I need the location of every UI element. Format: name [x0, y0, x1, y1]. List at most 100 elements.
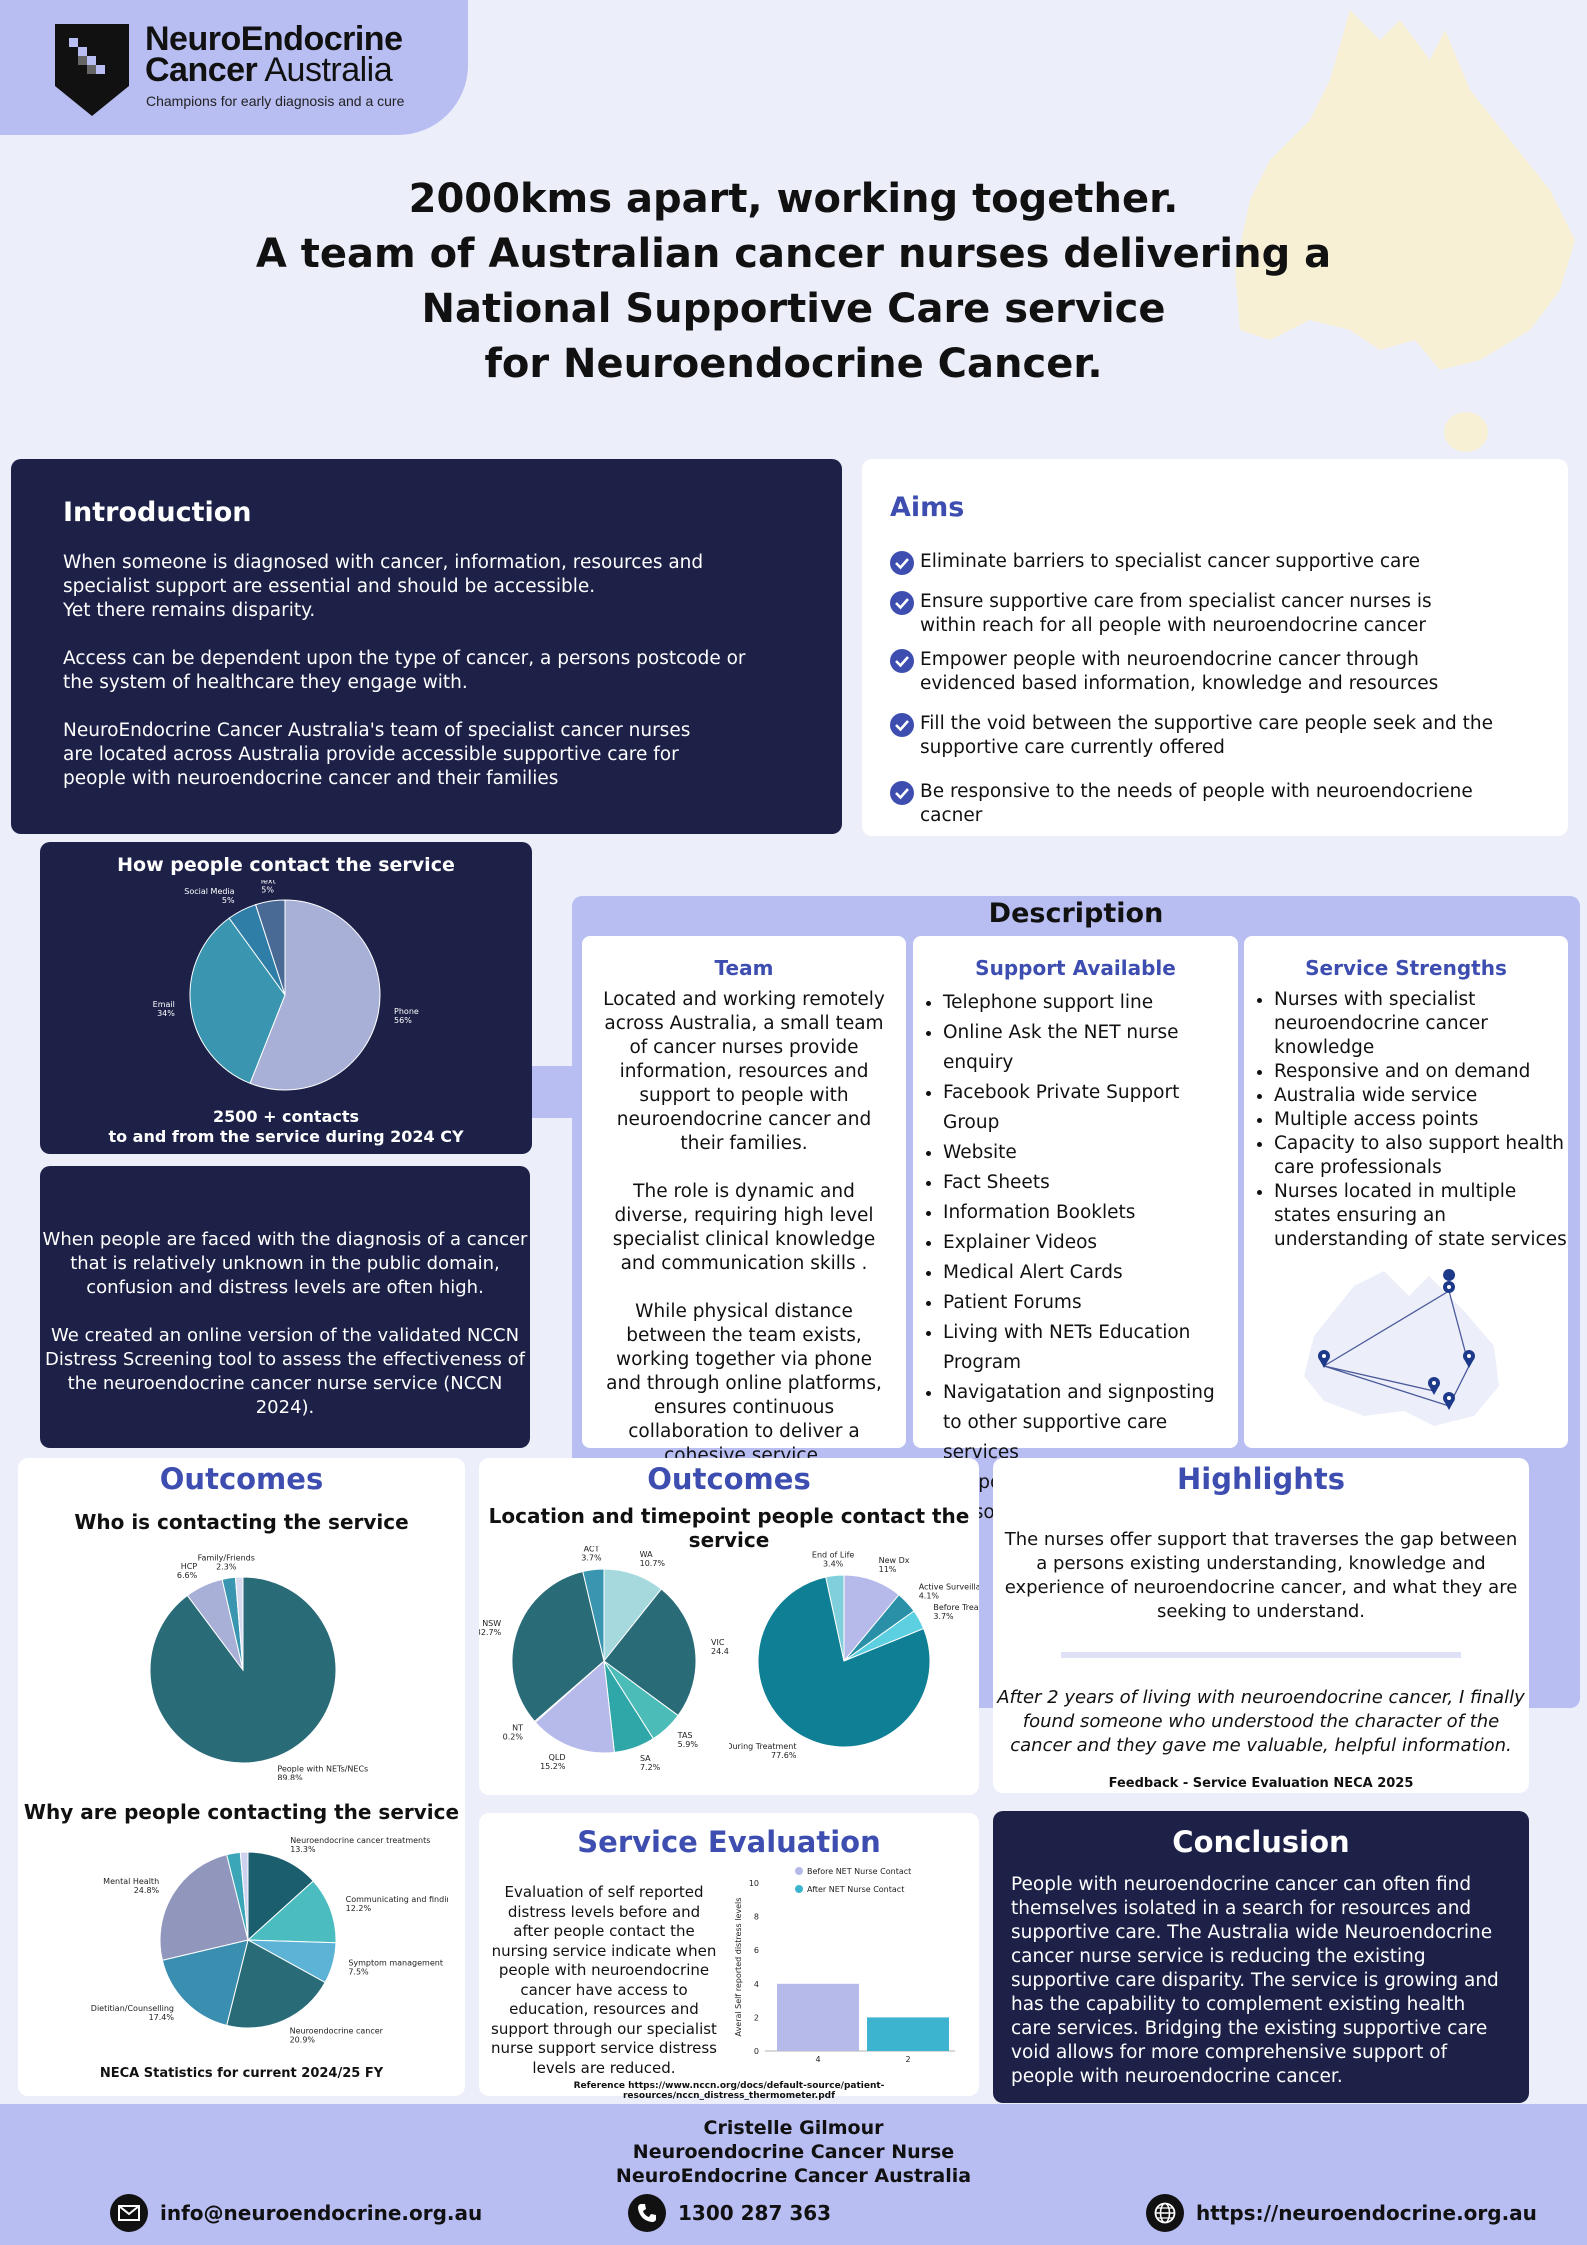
aim-item: Empower people with neuroendocrine cance…: [890, 648, 1530, 696]
nccn-text-2: We created an online version of the vali…: [44, 1325, 526, 1418]
list-item: Patient Forums: [943, 1288, 1238, 1318]
nurse-network-map-icon: [1304, 1269, 1499, 1426]
pie-label: Social Media: [184, 887, 234, 896]
bar: [777, 1983, 859, 2051]
pie-label: SA: [640, 1754, 651, 1763]
pie-value-label: 3.7%: [581, 1554, 602, 1563]
support-heading: Support Available: [975, 956, 1176, 980]
nccn-text-1: When people are faced with the diagnosis…: [42, 1229, 528, 1298]
pie-label: Phone: [394, 1007, 419, 1016]
website-link[interactable]: https://neuroendocrine.org.au: [1146, 2194, 1537, 2232]
pie-label: WA: [640, 1550, 653, 1559]
list-item: Explainer Videos: [943, 1228, 1238, 1258]
pie-value-label: 34%: [157, 1009, 175, 1018]
list-item: Facebook Private Support Group: [943, 1078, 1238, 1138]
pie-label: QLD: [549, 1753, 566, 1762]
pie-value-label: 24.4%: [711, 1647, 729, 1656]
pie-value-label: 2.3%: [216, 1562, 237, 1571]
pie-label: ACT: [584, 1546, 600, 1554]
contact-chart-title: How people contact the service: [117, 854, 455, 876]
pie-value-label: 5%: [261, 885, 274, 894]
pie-slice: [226, 1939, 326, 2029]
pie-value-label: 5%: [222, 896, 235, 905]
legend-swatch: [795, 1867, 803, 1875]
email-link[interactable]: info@neuroendocrine.org.au: [110, 2194, 482, 2232]
legend-swatch: [795, 1885, 803, 1893]
list-item: Responsive and on demand: [1274, 1060, 1568, 1084]
pie-value-label: 89.8%: [277, 1773, 303, 1780]
bar-label: 2: [905, 2055, 910, 2064]
evaluation-heading: Service Evaluation: [577, 1825, 881, 1859]
pie-label: During Treatment: [729, 1742, 796, 1751]
pie-value-label: 7.5%: [348, 1967, 369, 1976]
author-role: Neuroendocrine Cancer Nurse: [632, 2141, 955, 2163]
logo-tagline: Champions for early diagnosis and a cure: [146, 93, 405, 109]
y-axis-label: Averal Self reported distress levels: [734, 1898, 743, 2037]
y-tick-label: 8: [754, 1913, 759, 1922]
y-tick-label: 6: [754, 1946, 759, 1955]
neca-statistics-note: NECA Statistics for current 2024/25 FY: [99, 2066, 384, 2081]
bar-label: 4: [815, 2055, 820, 2064]
introduction-panel: Introduction When someone is diagnosed w…: [11, 459, 842, 834]
pie-value-label: 15.2%: [540, 1762, 566, 1771]
pie-value-label: 3.7%: [933, 1612, 954, 1621]
page-title: 2000kms apart, working together.A team o…: [255, 176, 1332, 387]
pie-value-label: 12.2%: [346, 1904, 372, 1913]
pie-value-label: 3.4%: [823, 1560, 844, 1569]
pie-slice: [255, 899, 286, 996]
pie-slice: [825, 1574, 845, 1662]
y-tick-label: 10: [749, 1879, 759, 1888]
description-heading: Description: [988, 898, 1164, 929]
pie-label: Communicating and finding HCP: [346, 1895, 448, 1904]
pie-label: HCP: [181, 1562, 198, 1571]
team-heading: Team: [714, 956, 774, 980]
pie-value-label: 24.8%: [134, 1886, 160, 1895]
pie-value-label: 10.7%: [640, 1559, 666, 1568]
who-heading: Who is contacting the service: [74, 1510, 409, 1534]
service-evaluation-panel: Service Evaluation Evaluation of self re…: [479, 1813, 979, 2101]
phone-icon: [628, 2194, 666, 2232]
pie-label: Mental Health: [103, 1877, 159, 1886]
legend-label: After NET Nurse Contact: [807, 1885, 904, 1894]
list-item: Living with NETs Education Program: [943, 1318, 1238, 1378]
description-connector: [532, 1066, 576, 1118]
pie-label: Symptom management: [348, 1958, 443, 1967]
why-pie-chart: Neuroendocrine cancer treatments13.3%Com…: [91, 1836, 448, 2044]
list-item: Medical Alert Cards: [943, 1258, 1238, 1288]
highlights-source: Feedback - Service Evaluation NECA 2025: [1108, 1776, 1414, 1791]
highlights-divider: [1061, 1652, 1461, 1658]
pie-value-label: 56%: [394, 1016, 412, 1025]
phone-link[interactable]: 1300 287 363: [628, 2194, 831, 2232]
aims-heading: Aims: [890, 492, 965, 523]
pie-slice: [582, 1568, 605, 1662]
pie-slice: [246, 1880, 337, 1944]
introduction-heading: Introduction: [63, 497, 252, 528]
aim-item: Fill the void between the supportive car…: [890, 712, 1530, 760]
list-item: Capacity to also support health care pro…: [1274, 1132, 1568, 1180]
y-tick-label: 2: [754, 2013, 759, 2022]
footer: Cristelle Gilmour Neuroendocrine Cancer …: [0, 2104, 1587, 2245]
support-column: Support Available Telephone support line…: [913, 936, 1238, 1523]
introduction-text: When someone is diagnosed with cancer, i…: [63, 552, 746, 789]
pie-value-label: 4.1%: [919, 1592, 940, 1601]
aim-item: Eliminate barriers to specialist cancer …: [890, 550, 1530, 575]
pie-value-label: 20.9%: [290, 2035, 316, 2044]
pie-label: Family/Friends: [198, 1553, 255, 1562]
list-item: Nurses with specialist neuroendocrine ca…: [1274, 988, 1568, 1060]
y-tick-label: 0: [754, 2047, 759, 2056]
logo-line1: NeuroEndocrine: [145, 20, 403, 58]
outcomes-heading: Outcomes: [647, 1462, 811, 1496]
pie-value-label: 5.9%: [678, 1740, 699, 1749]
pie-value-label: 77.6%: [771, 1751, 797, 1760]
list-item: Navigatation and signposting to other su…: [943, 1378, 1238, 1468]
strengths-list: Nurses with specialist neuroendocrine ca…: [1244, 988, 1568, 1252]
conclusion-panel: Conclusion People with neuroendocrine ca…: [993, 1811, 1529, 2103]
pie-value-label: 32.7%: [479, 1628, 502, 1637]
author-org: NeuroEndocrine Cancer Australia: [615, 2165, 972, 2187]
pie-slice: [757, 1576, 931, 1748]
pie-slice: [189, 917, 286, 1084]
highlights-quote: After 2 years of living with neuroendocr…: [997, 1687, 1525, 1756]
